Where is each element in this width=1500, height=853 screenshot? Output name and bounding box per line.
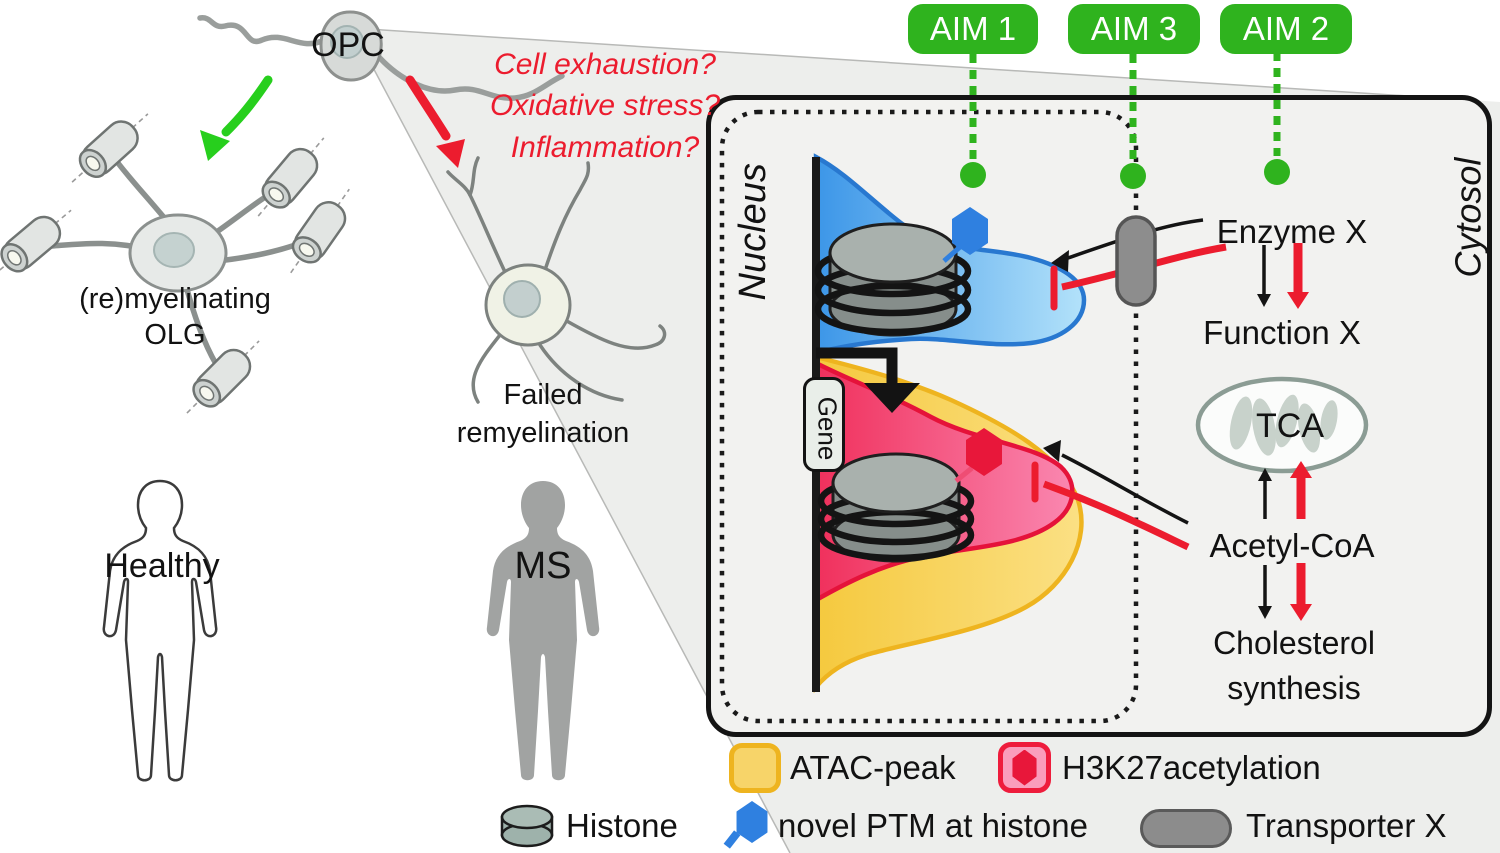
histone-legend-label: Histone — [566, 807, 678, 844]
acetyl-tca-arrows — [1258, 461, 1312, 519]
histone-icon — [500, 804, 554, 848]
transporter-x-capsule — [1115, 215, 1157, 307]
aim2-green-dot-icon — [1264, 159, 1290, 185]
enzyme-x-label: Enzyme X — [1216, 213, 1368, 250]
transcription-arrow — [816, 347, 920, 413]
stress-questions: Cell exhaustion? Oxidative stress? Infla… — [435, 44, 775, 168]
histone-1 — [814, 222, 972, 337]
ptm-hexagon-icon — [952, 207, 988, 255]
question-cell-exhaustion: Cell exhaustion? — [494, 48, 716, 81]
mitochondrion-icon — [1195, 376, 1369, 474]
opc-label: OPC — [311, 26, 385, 64]
ms-label: MS — [514, 545, 572, 587]
aim3-green-dot-icon — [1120, 163, 1146, 189]
question-oxidative-stress: Oxidative stress? — [489, 89, 721, 123]
acetyl-coa-label: Acetyl-CoA — [1209, 527, 1375, 564]
gene-label-box: Gene — [803, 377, 845, 472]
cell-box-art — [719, 109, 1369, 724]
nucleus-boundary — [719, 109, 1139, 724]
histone-2 — [817, 452, 975, 563]
failed-label-line1: Failed — [503, 379, 583, 411]
healthy-label: Healthy — [104, 547, 220, 585]
cholesterol-line1: Cholesterol — [1213, 625, 1375, 661]
atac-legend-label: ATAC-peak — [790, 749, 956, 786]
cholesterol-synthesis-label: Cholesterol synthesis — [1189, 621, 1399, 711]
aim1-badge: AIM 1 — [908, 4, 1038, 54]
enzyme-function-arrows — [1257, 243, 1309, 309]
acetyl-import-arrow-black — [1043, 440, 1189, 525]
failed-label-line2: remyelination — [456, 416, 630, 449]
h3k27-stem — [954, 466, 974, 483]
ptm-icon — [720, 801, 772, 849]
ptm-stem — [942, 245, 962, 263]
tca-label: TCA — [1256, 407, 1324, 445]
cell-diagram-box: Nucleus Cytosol Gene Enzyme X Function X… — [706, 95, 1492, 737]
transporter-icon — [1140, 809, 1232, 848]
olg-cell-drawing — [0, 100, 364, 426]
olg-label-line1: (re)myelinating — [79, 283, 271, 315]
olg-label: (re)myelinating OLG — [70, 281, 280, 354]
cholesterol-line2: synthesis — [1227, 669, 1361, 706]
acetyl-import-blocked-red — [1031, 461, 1190, 551]
olg-label-line2: OLG — [144, 319, 206, 352]
transporter-legend-label: Transporter X — [1246, 807, 1447, 844]
h3k27-icon — [998, 742, 1051, 793]
h3k27-legend-label: H3K27acetylation — [1062, 749, 1321, 786]
function-x-label: Function X — [1203, 314, 1361, 351]
aim2-badge: AIM 2 — [1220, 4, 1352, 54]
healthy-path-arrow — [200, 75, 273, 161]
aim3-badge: AIM 3 — [1068, 4, 1200, 54]
atac-icon — [729, 743, 781, 793]
h3k27-icon-hexagon — [1012, 749, 1037, 786]
failed-path-arrow — [405, 75, 465, 168]
acetyl-cholesterol-arrows — [1258, 563, 1312, 621]
ptm-icon-hexagon — [736, 801, 768, 843]
question-inflammation: Inflammation? — [510, 130, 700, 164]
h3k27-hexagon-icon — [966, 428, 1002, 476]
ptm-legend-label: novel PTM at histone — [778, 807, 1088, 844]
ptm-icon-stem — [723, 830, 741, 849]
failed-cell-drawing — [446, 156, 667, 404]
wedge-top-edge — [351, 27, 1471, 101]
failed-remyelination-label: Failed remyelination — [443, 377, 643, 452]
aim1-green-dot-icon — [960, 162, 986, 188]
